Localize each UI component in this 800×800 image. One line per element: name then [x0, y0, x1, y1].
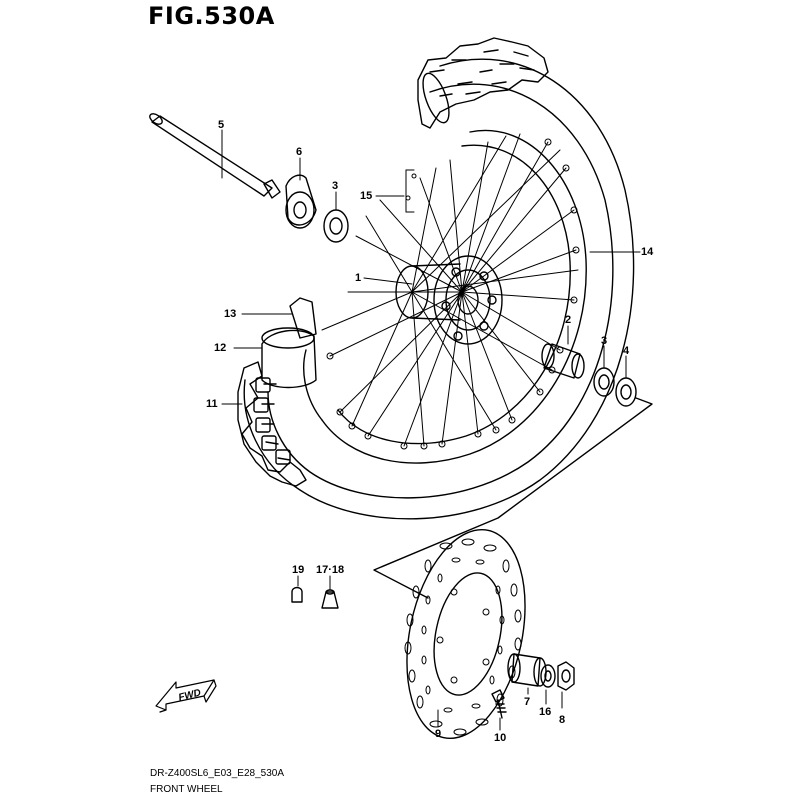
- fwd-label: FWD: [177, 688, 202, 704]
- callout-1: 1: [355, 272, 362, 284]
- callout-17-18: 17·18: [316, 564, 345, 576]
- figure-title: FIG.530A: [148, 2, 275, 30]
- brake-disc: [404, 528, 526, 740]
- valve-core: [321, 589, 339, 609]
- axle: [149, 113, 281, 199]
- callout-16: 16: [539, 706, 552, 718]
- assembly-plane: [373, 397, 653, 599]
- speedo-collar: [285, 174, 317, 229]
- oil-seal-left: [323, 209, 349, 243]
- oil-seal-right: [615, 377, 637, 407]
- callout-13: 13: [224, 308, 237, 320]
- valve-cap: [291, 586, 303, 603]
- section-name: FRONT WHEEL: [150, 784, 223, 795]
- callout-10: 10: [494, 732, 507, 744]
- tire: [237, 37, 635, 520]
- spoke-nipples: [326, 138, 580, 450]
- leader-lines: [221, 129, 641, 731]
- callout-5: 5: [218, 119, 225, 131]
- model-code: DR-Z400SL6_E03_E28_530A: [150, 768, 284, 779]
- disc-bolt: [491, 689, 507, 719]
- callout-14: 14: [641, 246, 654, 258]
- callout-12: 12: [214, 342, 227, 354]
- callout-3-left: 3: [332, 180, 339, 192]
- callout-6: 6: [296, 146, 303, 158]
- callout-8: 8: [559, 714, 566, 726]
- fwd-arrow-icon: FWD: [155, 679, 217, 713]
- wheel-spacer: [541, 343, 585, 379]
- callout-11: 11: [206, 398, 218, 410]
- callout-2: 2: [565, 314, 572, 326]
- bearing-right: [593, 367, 615, 397]
- callout-3-right: 3: [601, 335, 608, 347]
- washer: [540, 664, 556, 688]
- callout-9: 9: [435, 728, 442, 740]
- callout-7: 7: [524, 696, 531, 708]
- callout-4: 4: [623, 345, 630, 357]
- callout-15: 15: [360, 190, 373, 202]
- spoke-set-markers: [405, 169, 417, 213]
- axle-nut: [557, 661, 575, 691]
- rim: [303, 129, 587, 464]
- hub: [395, 255, 503, 345]
- callout-19: 19: [292, 564, 305, 576]
- spokes: [321, 133, 579, 447]
- rim-lock: [261, 297, 317, 389]
